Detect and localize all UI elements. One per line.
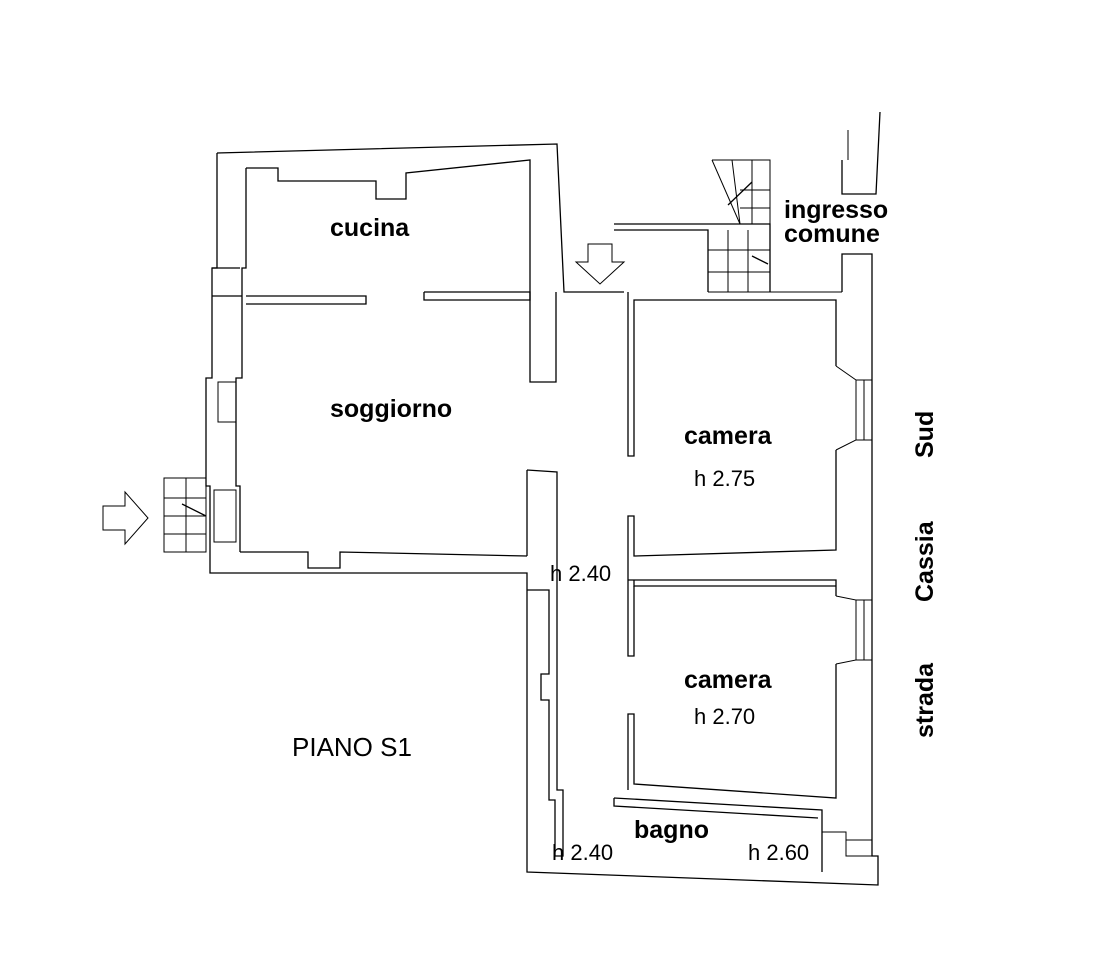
height-bath-left: h 2.40 — [552, 840, 613, 865]
entrance-arrow-top — [574, 243, 626, 285]
room-label-entrance-1: ingresso — [784, 196, 888, 224]
room-label-bedroom-1: camera — [684, 422, 773, 450]
street-word-cassia: Cassia — [911, 520, 939, 602]
room-label-bedroom-2: camera — [684, 666, 773, 694]
room-label-entrance-2: comune — [784, 220, 880, 248]
height-bath-right: h 2.60 — [748, 840, 809, 865]
street-word-strada: strada — [911, 662, 939, 738]
left-entrance-steps — [163, 477, 207, 553]
outer-walls — [205, 143, 879, 886]
room-label-living: soggiorno — [330, 395, 452, 423]
floor-label: PIANO S1 — [292, 732, 412, 762]
height-corridor: h 2.40 — [550, 561, 611, 586]
interior-walls — [246, 291, 873, 872]
room-label-kitchen: cucina — [330, 214, 410, 242]
room-label-bathroom: bagno — [634, 816, 709, 844]
height-bedroom-2: h 2.70 — [694, 704, 755, 729]
common-stairs — [614, 111, 881, 293]
entrance-arrow-left — [102, 490, 149, 546]
street-word-sud: Sud — [911, 411, 939, 458]
height-bedroom-1: h 2.75 — [694, 466, 755, 491]
